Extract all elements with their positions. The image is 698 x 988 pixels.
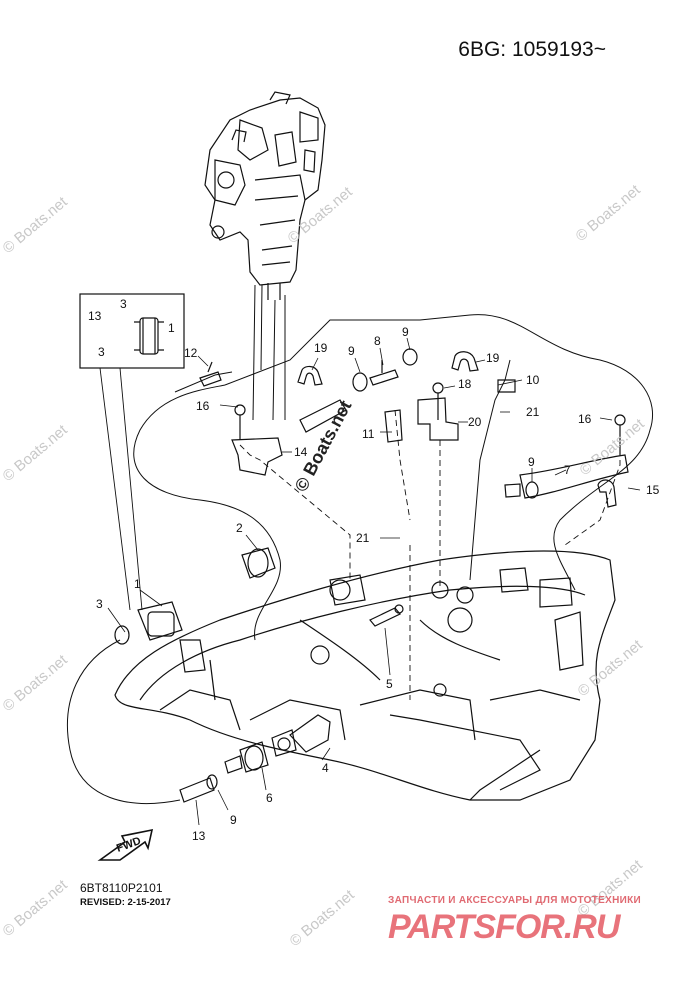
callout-1-inset: 1 — [168, 321, 175, 335]
bolt-18 — [432, 382, 444, 420]
connector-4 — [271, 714, 331, 757]
callout-16-right: 16 — [578, 412, 592, 426]
callout-8: 8 — [374, 334, 381, 348]
hose-7 — [519, 454, 629, 499]
callout-20: 20 — [468, 415, 482, 429]
callout-19-right: 19 — [486, 351, 500, 365]
hose-13 — [179, 774, 218, 803]
inset-fuel-filter — [134, 317, 164, 355]
callout-1: 1 — [134, 577, 141, 591]
revision-date: REVISED: 2-15-2017 — [80, 897, 171, 908]
fitting-6 — [224, 741, 269, 774]
clip-19-left — [297, 365, 323, 386]
callout-5: 5 — [386, 677, 393, 691]
shop-tagline: ЗАПЧАСТИ И АКСЕССУАРЫ ДЛЯ МОТОТЕХНИКИ — [388, 895, 641, 906]
filter-2 — [241, 547, 276, 579]
callout-12: 12 — [184, 346, 198, 360]
callout-9-right: 9 — [402, 325, 409, 339]
drawing-code: 6BT8110P2101 — [80, 881, 163, 895]
callout-21-top: 21 — [526, 405, 540, 419]
fwd-label: FWD — [115, 835, 143, 855]
callout-13-inset: 13 — [88, 309, 102, 323]
clamp-9-left — [352, 372, 368, 392]
bottom-cowling — [114, 550, 616, 801]
callout-16-left: 16 — [196, 399, 210, 413]
callout-21-lower: 21 — [356, 531, 370, 545]
callout-6: 6 — [266, 791, 273, 805]
filter-1 — [137, 601, 183, 641]
callout-9-left: 9 — [348, 344, 355, 358]
callout-3-inset-bottom: 3 — [98, 345, 105, 359]
clip-15 — [597, 479, 617, 508]
fitting-12 — [199, 361, 222, 387]
bolt-16-left — [234, 404, 246, 440]
callout-9-hose7: 9 — [528, 455, 535, 469]
shop-logo: PARTSFOR.RU — [388, 908, 620, 946]
callout-4: 4 — [322, 761, 329, 775]
model-serial-code: 6BG: 1059193~ — [458, 38, 606, 61]
callout-10: 10 — [526, 373, 540, 387]
callout-9-bottom: 9 — [230, 813, 237, 827]
callout-19-left: 19 — [314, 341, 328, 355]
callout-3-inset-top: 3 — [120, 297, 127, 311]
detail-inset-box — [79, 293, 185, 369]
clip-19-right — [451, 351, 479, 372]
callout-2: 2 — [236, 521, 243, 535]
vapor-separator-assembly — [204, 91, 326, 300]
callout-7: 7 — [564, 463, 571, 477]
fitting-8-tee — [369, 360, 399, 386]
callout-3: 3 — [96, 597, 103, 611]
bolt-16-right — [614, 414, 626, 455]
callout-13-bottom: 13 — [192, 829, 206, 843]
fwd-arrow — [97, 828, 154, 861]
screw-5 — [369, 604, 404, 627]
callout-18: 18 — [458, 377, 472, 391]
bracket-20 — [417, 397, 459, 441]
clamp-9-right — [402, 348, 418, 366]
hose-10 — [497, 379, 516, 393]
callout-14: 14 — [294, 445, 308, 459]
clamp-3 — [114, 625, 130, 645]
bracket-14 — [231, 437, 283, 476]
callout-11: 11 — [362, 427, 375, 441]
callout-15: 15 — [646, 483, 660, 497]
